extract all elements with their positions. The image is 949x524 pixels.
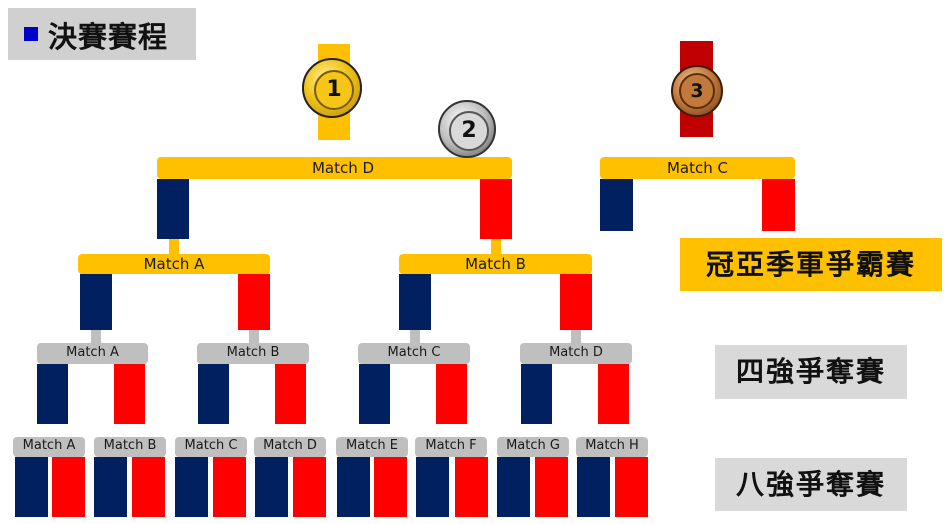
r1-e-left-team [337,457,370,517]
r1-g-left-team [497,457,530,517]
qf-a-right-team [114,364,145,424]
r1-g-right-team [535,457,568,517]
match-c-label: Match C [666,159,728,177]
qf-c-label: Match C [387,345,441,360]
semi-a-connector [169,239,179,255]
r1-a-label: Match A [22,438,76,453]
bullet-square-icon [24,27,38,41]
qf-c-left-team [359,364,390,424]
r1-c-bar [175,437,247,457]
stage-quarter-label: 四強爭奪賽 [715,345,907,399]
r1-c-label: Match C [184,438,238,453]
r1-c-right-team [213,457,246,517]
r1-h-left-team [577,457,610,517]
match-d-bar [157,157,512,179]
r1-h-bar [576,437,648,457]
r1-b-right-team [132,457,165,517]
final-left-team [157,179,189,239]
qf-a-bar [37,343,148,364]
r1-e-bar [336,437,408,457]
qf-d-label: Match D [549,345,603,360]
stage-final-label: 冠亞季軍爭霸賽 [680,238,942,291]
r1-d-right-team [293,457,326,517]
r1-g-bar [497,437,569,457]
bronze-left-team [600,179,633,231]
r1-f-left-team [416,457,449,517]
qf-d-connector [571,330,581,344]
r1-f-label: Match F [425,438,477,453]
r1-f-bar [415,437,487,457]
match-c-bar [600,157,795,179]
r1-d-bar [254,437,326,457]
r1-e-right-team [374,457,407,517]
qf-c-right-team [436,364,467,424]
semi-a-right-team [238,274,270,330]
title-box [8,8,196,60]
semi-a-label: Match A [143,255,205,273]
match-d-label: Match D [311,159,375,177]
r1-a-bar [13,437,85,457]
qf-d-left-team [521,364,552,424]
final-right-team [480,179,512,239]
r1-b-bar [94,437,166,457]
qf-b-connector [249,330,259,344]
semi-b-right-team [560,274,592,330]
r1-b-left-team [94,457,127,517]
qf-c-bar [358,343,470,364]
r1-a-left-team [15,457,48,517]
gold-medal-icon: 1 [302,58,362,118]
semi-b-connector [491,239,501,255]
qf-a-connector [91,330,101,344]
r1-g-label: Match G [506,438,560,453]
qf-a-label: Match A [66,345,119,360]
bronze-medal-icon: 3 [671,65,723,117]
qf-d-bar [520,343,632,364]
qf-b-left-team [198,364,229,424]
qf-c-connector [410,330,420,344]
bronze-right-team [762,179,795,231]
semi-b-bar [399,254,592,274]
silver-medal-icon: 2 [438,100,496,158]
semi-a-left-team [80,274,112,330]
qf-b-label: Match B [226,345,280,360]
page-title: 決賽賽程 [48,20,169,54]
r1-b-label: Match B [103,438,157,453]
r1-h-label: Match H [585,438,639,453]
r1-a-right-team [52,457,85,517]
semi-b-label: Match B [465,255,526,273]
qf-b-right-team [275,364,306,424]
r1-f-right-team [455,457,488,517]
semi-a-bar [78,254,270,274]
qf-a-left-team [37,364,68,424]
qf-d-right-team [598,364,629,424]
stage-eighth-label: 八強爭奪賽 [715,458,907,511]
qf-b-bar [197,343,309,364]
r1-e-label: Match E [345,438,398,453]
r1-h-right-team [615,457,648,517]
r1-c-left-team [175,457,208,517]
semi-b-left-team [399,274,431,330]
r1-d-label: Match D [263,438,317,453]
r1-d-left-team [255,457,288,517]
